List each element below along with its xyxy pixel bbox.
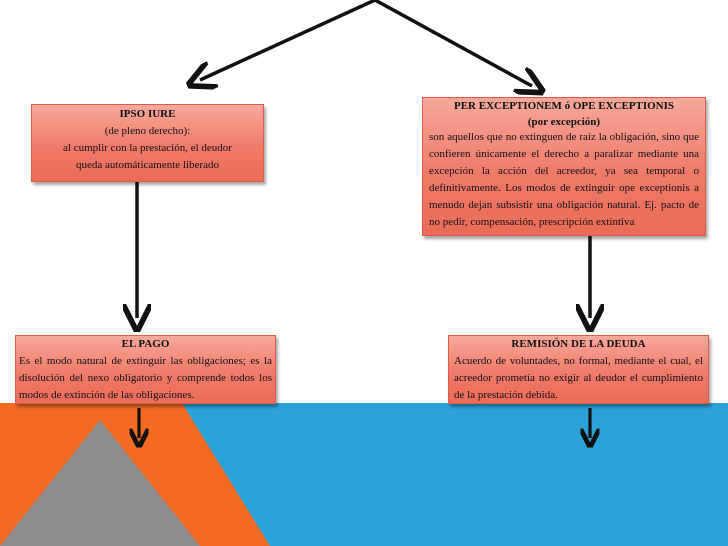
el-pago-box: EL PAGO Es el modo natural de extinguir … <box>15 335 276 404</box>
background-gray-triangle <box>0 420 200 546</box>
per-exceptionem-box: PER EXCEPTIONEM ó OPE EXCEPTIONIS (por e… <box>422 97 706 236</box>
remision-box: REMISIÓN DE LA DEUDA Acuerdo de voluntad… <box>448 335 709 404</box>
ipso-iure-line1: al cumplir con la prestación, el deudor <box>63 142 232 154</box>
per-exceptionem-title: PER EXCEPTIONEM ó OPE EXCEPTIONIS <box>453 100 675 112</box>
per-exceptionem-text: son aquellos que no extinguen de raíz la… <box>429 131 699 228</box>
ipso-iure-subtitle: (de pleno derecho): <box>104 125 191 137</box>
ipso-iure-title: IPSO IURE <box>119 108 176 120</box>
per-exceptionem-subtitle: (por excepción) <box>527 116 601 128</box>
ipso-iure-line2: queda automáticamente liberado <box>76 159 219 171</box>
remision-title: REMISIÓN DE LA DEUDA <box>511 338 646 350</box>
ipso-iure-box: IPSO IURE (de pleno derecho): al cumplir… <box>31 104 264 182</box>
el-pago-text: Es el modo natural de extinguir las obli… <box>19 355 272 401</box>
el-pago-title: EL PAGO <box>121 338 170 350</box>
remision-text: Acuerdo de voluntades, no formal, median… <box>454 355 703 401</box>
